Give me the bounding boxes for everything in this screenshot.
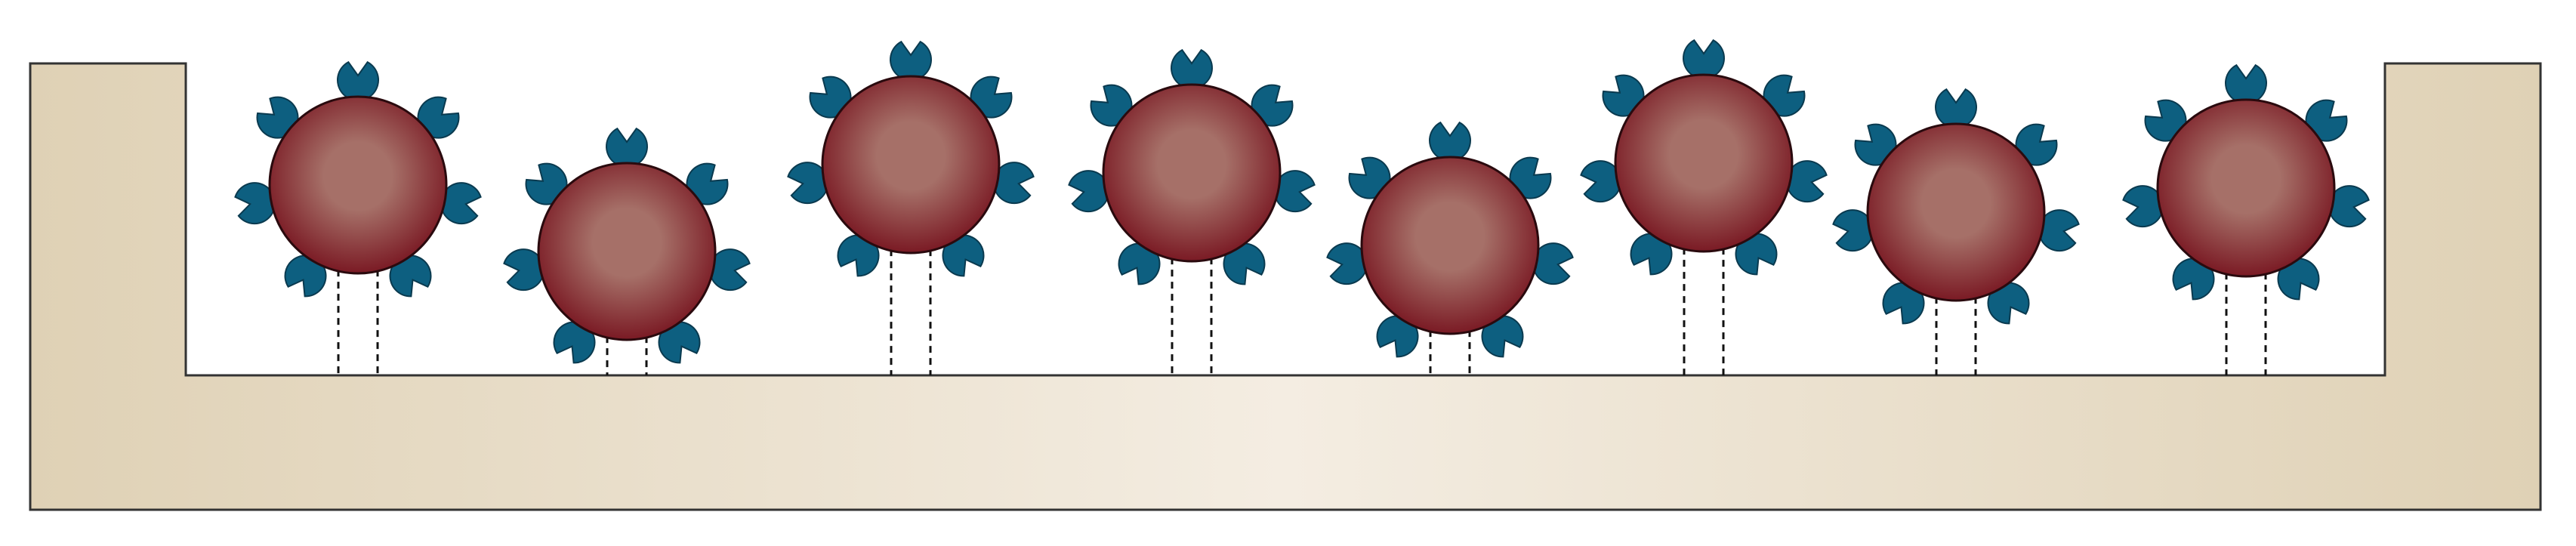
receptor-icon xyxy=(337,60,379,102)
receptors-layer xyxy=(234,39,2370,364)
sphere-icon xyxy=(821,75,1001,254)
spheres-layer xyxy=(268,73,2336,341)
receptor-icon xyxy=(1429,121,1471,162)
sphere-icon xyxy=(1614,73,1794,253)
sphere-icon xyxy=(268,95,448,275)
sphere-icon xyxy=(1866,122,2046,302)
well-container xyxy=(29,62,2542,511)
sphere-icon xyxy=(2156,98,2336,278)
receptor-icon xyxy=(1683,39,1725,80)
receptor-icon xyxy=(890,40,932,82)
tethers-layer xyxy=(337,248,2267,375)
sphere-icon xyxy=(1360,156,1540,335)
receptor-icon xyxy=(1935,88,1977,129)
receptor-icon xyxy=(2225,63,2267,105)
receptor-icon xyxy=(606,127,648,168)
sphere-icon xyxy=(537,162,717,341)
sphere-icon xyxy=(1102,83,1282,263)
receptor-icon xyxy=(1171,48,1213,90)
